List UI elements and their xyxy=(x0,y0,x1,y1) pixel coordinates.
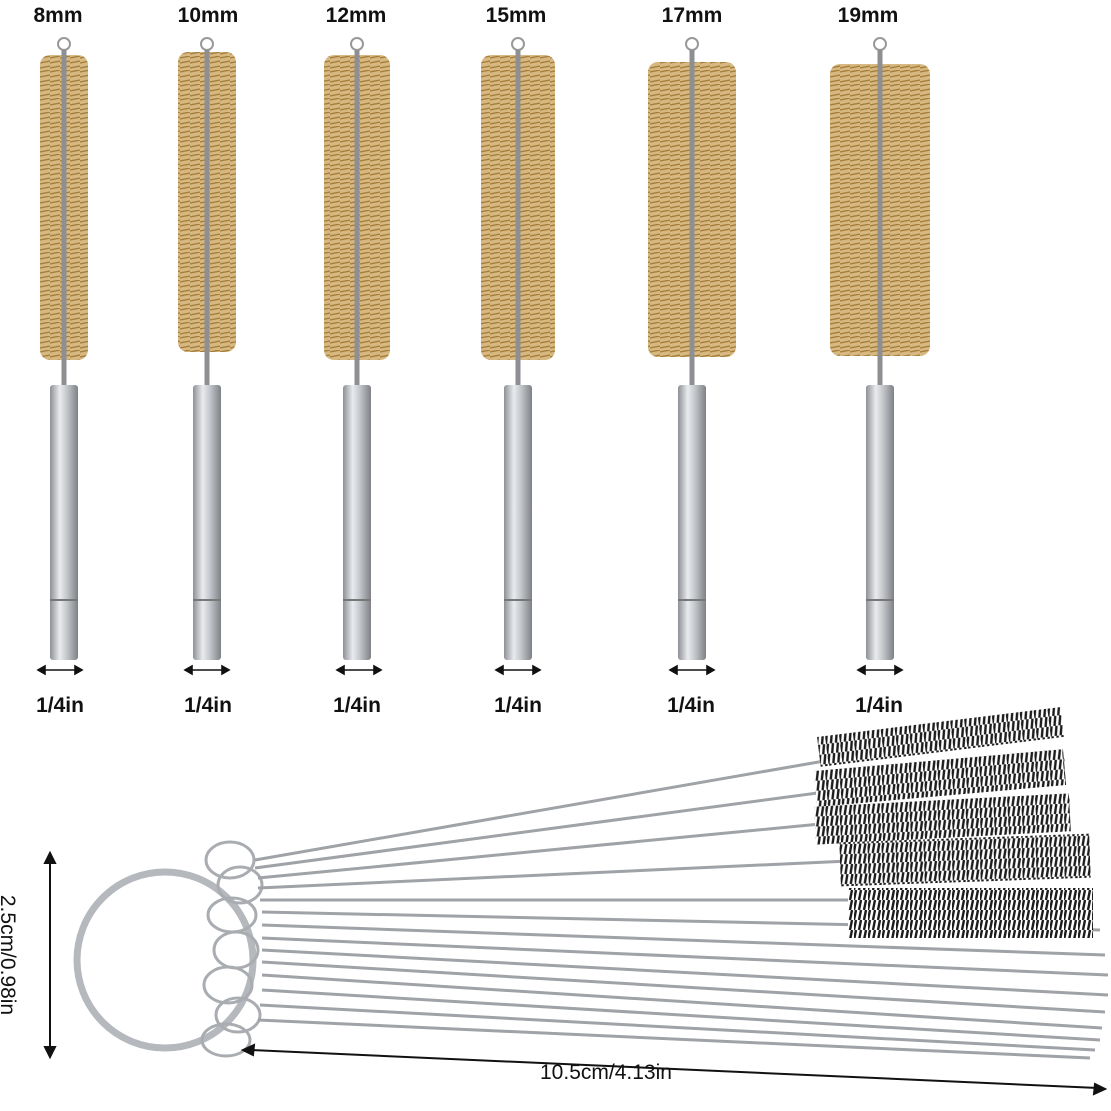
brush-size-label-15mm: 15mm xyxy=(485,4,547,27)
hex-shank xyxy=(866,385,894,660)
brush-size-label-8mm: 8mm xyxy=(33,4,83,27)
brush-size-label-10mm: 10mm xyxy=(177,4,239,27)
shank-label-12mm: 1/4in xyxy=(333,694,381,717)
cleaning-brush-set xyxy=(73,707,1109,1060)
brush-size-label-19mm: 19mm xyxy=(837,4,899,27)
shank-label-10mm: 1/4in xyxy=(184,694,232,717)
dark-bristle-heads xyxy=(813,707,1093,938)
shank-label-8mm: 1/4in xyxy=(36,694,84,717)
hex-shank xyxy=(678,385,706,660)
brass-brush-19mm xyxy=(830,37,930,660)
dimension-arrows xyxy=(43,850,1108,1096)
hex-shank xyxy=(50,385,78,660)
brass-brush-17mm xyxy=(648,37,736,660)
brass-brush-15mm xyxy=(481,37,555,660)
shank-width-arrows xyxy=(36,664,904,676)
hex-shank xyxy=(193,385,221,660)
shank-label-19mm: 1/4in xyxy=(855,694,903,717)
hex-shank xyxy=(343,385,371,660)
brass-brush-12mm xyxy=(324,37,390,660)
height-dimension-label: 2.5cm/0.98in xyxy=(0,894,19,1016)
shank-label-17mm: 1/4in xyxy=(667,694,715,717)
shank-label-15mm: 1/4in xyxy=(494,694,542,717)
length-dimension-label: 10.5cm/4.13in xyxy=(540,1061,672,1084)
wire-shafts xyxy=(254,718,1109,1060)
hex-shank xyxy=(504,385,532,660)
brass-brush-8mm xyxy=(40,37,88,660)
brass-brush-10mm xyxy=(178,37,236,660)
brush-size-label-12mm: 12mm xyxy=(325,4,387,27)
brush-size-label-17mm: 17mm xyxy=(661,4,723,27)
